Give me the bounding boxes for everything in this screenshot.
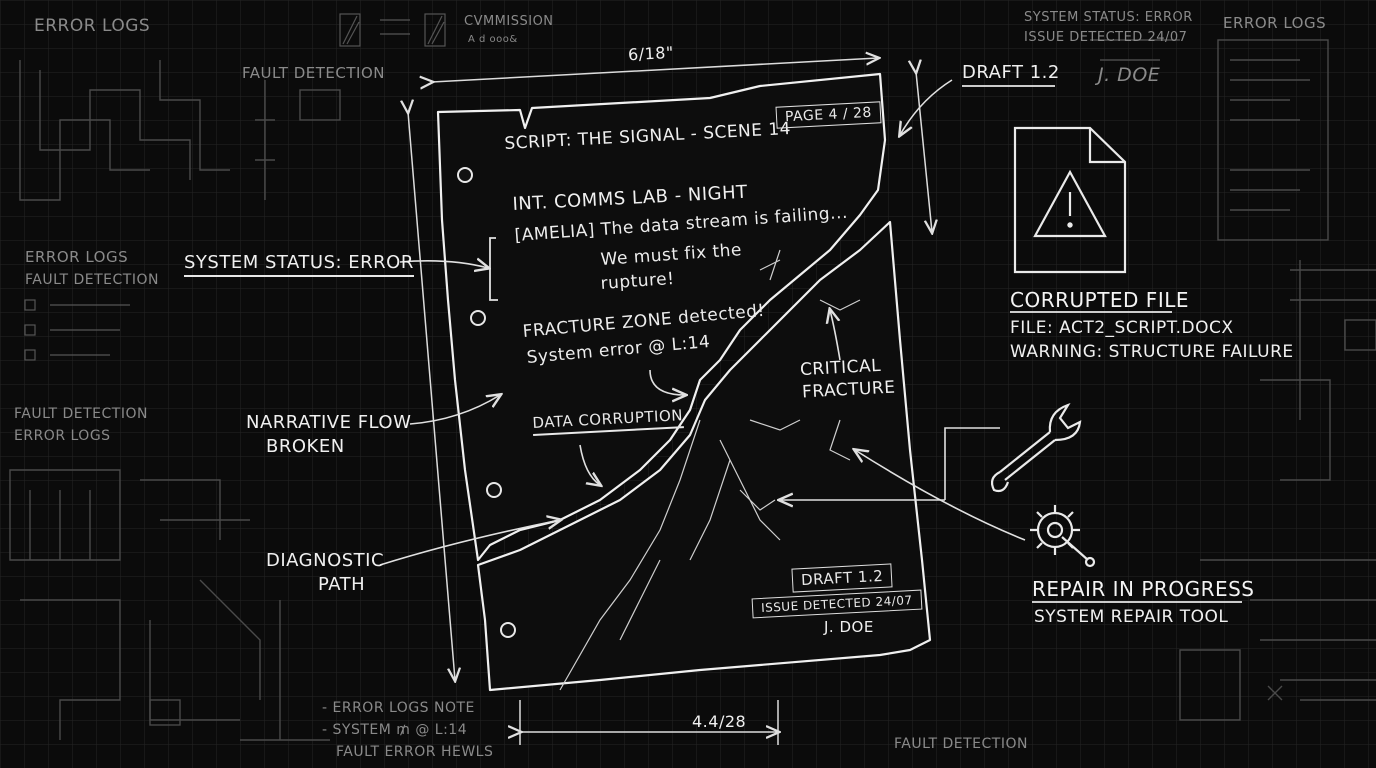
corrupted-file-title: CORRUPTED FILE: [1010, 288, 1189, 312]
diagnostic-annotation-2: PATH: [318, 574, 366, 595]
bg-label-error-logs-right: ERROR LOGS: [1223, 14, 1327, 32]
bg-label-fault-detection-bottom: FAULT DETECTION: [894, 736, 1028, 752]
bg-note-line-1: - ERROR LOGS NOTE: [322, 700, 475, 716]
dimension-lines: [408, 58, 932, 745]
bg-note-line-3: FAULT ERROR HEWLS: [336, 744, 494, 760]
warning-file-icon: [1013, 126, 1127, 274]
bg-label-fault-detection-left: FAULT DETECTION: [25, 272, 159, 288]
crack-lines: [559, 249, 861, 691]
bg-label-fault-detection: FAULT DETECTION: [242, 64, 385, 82]
diagnostic-annotation-1: DIAGNOSTIC: [266, 550, 385, 571]
dimension-top-label: 6/18": [627, 42, 675, 65]
annotation-arrows: [379, 79, 1026, 566]
dimension-bottom-label: 4.4/28: [692, 712, 747, 731]
bg-label-system-status: SYSTEM STATUS: ERROR: [1024, 10, 1193, 25]
bg-note-line-2: - SYSTEM ₥ @ L:14: [322, 722, 468, 738]
binder-hole-icon: [457, 167, 516, 638]
gear-wrench-icon: [1030, 505, 1096, 568]
critical-label-1: CRITICAL: [799, 355, 882, 381]
bg-signature: J. DOE: [1098, 64, 1161, 86]
schematic-left: [9, 60, 341, 741]
bg-label-error-logs-left: ERROR LOGS: [25, 248, 129, 266]
bg-label-commission-sub: A d ooo&: [468, 34, 518, 45]
stamp-signature: J. DOE: [824, 618, 874, 636]
bg-label-fault-detection-left-2: FAULT DETECTION: [14, 406, 148, 422]
repair-subtitle: SYSTEM REPAIR TOOL: [1034, 607, 1229, 627]
corrupted-file-warning: WARNING: STRUCTURE FAILURE: [1010, 342, 1294, 362]
torn-script-page: [436, 72, 932, 692]
draft-annotation: DRAFT 1.2: [962, 62, 1060, 83]
bg-label-error-logs-left-2: ERROR LOGS: [14, 428, 111, 444]
schematic-right: [1090, 39, 1376, 721]
bg-label-commission: CVMMISSION: [464, 14, 554, 29]
repair-title: REPAIR IN PROGRESS: [1032, 577, 1255, 601]
bg-label-error-logs: ERROR LOGS: [34, 16, 151, 36]
narrative-flow-annotation-1: NARRATIVE FLOW: [246, 412, 412, 433]
system-status-annotation: SYSTEM STATUS: ERROR: [184, 252, 414, 277]
wrench-icon: [990, 402, 1082, 493]
narrative-flow-annotation-2: BROKEN: [266, 436, 345, 457]
bg-label-issue-detected: ISSUE DETECTED 24/07: [1024, 30, 1188, 45]
corrupted-file-name: FILE: ACT2_SCRIPT.DOCX: [1010, 318, 1234, 338]
